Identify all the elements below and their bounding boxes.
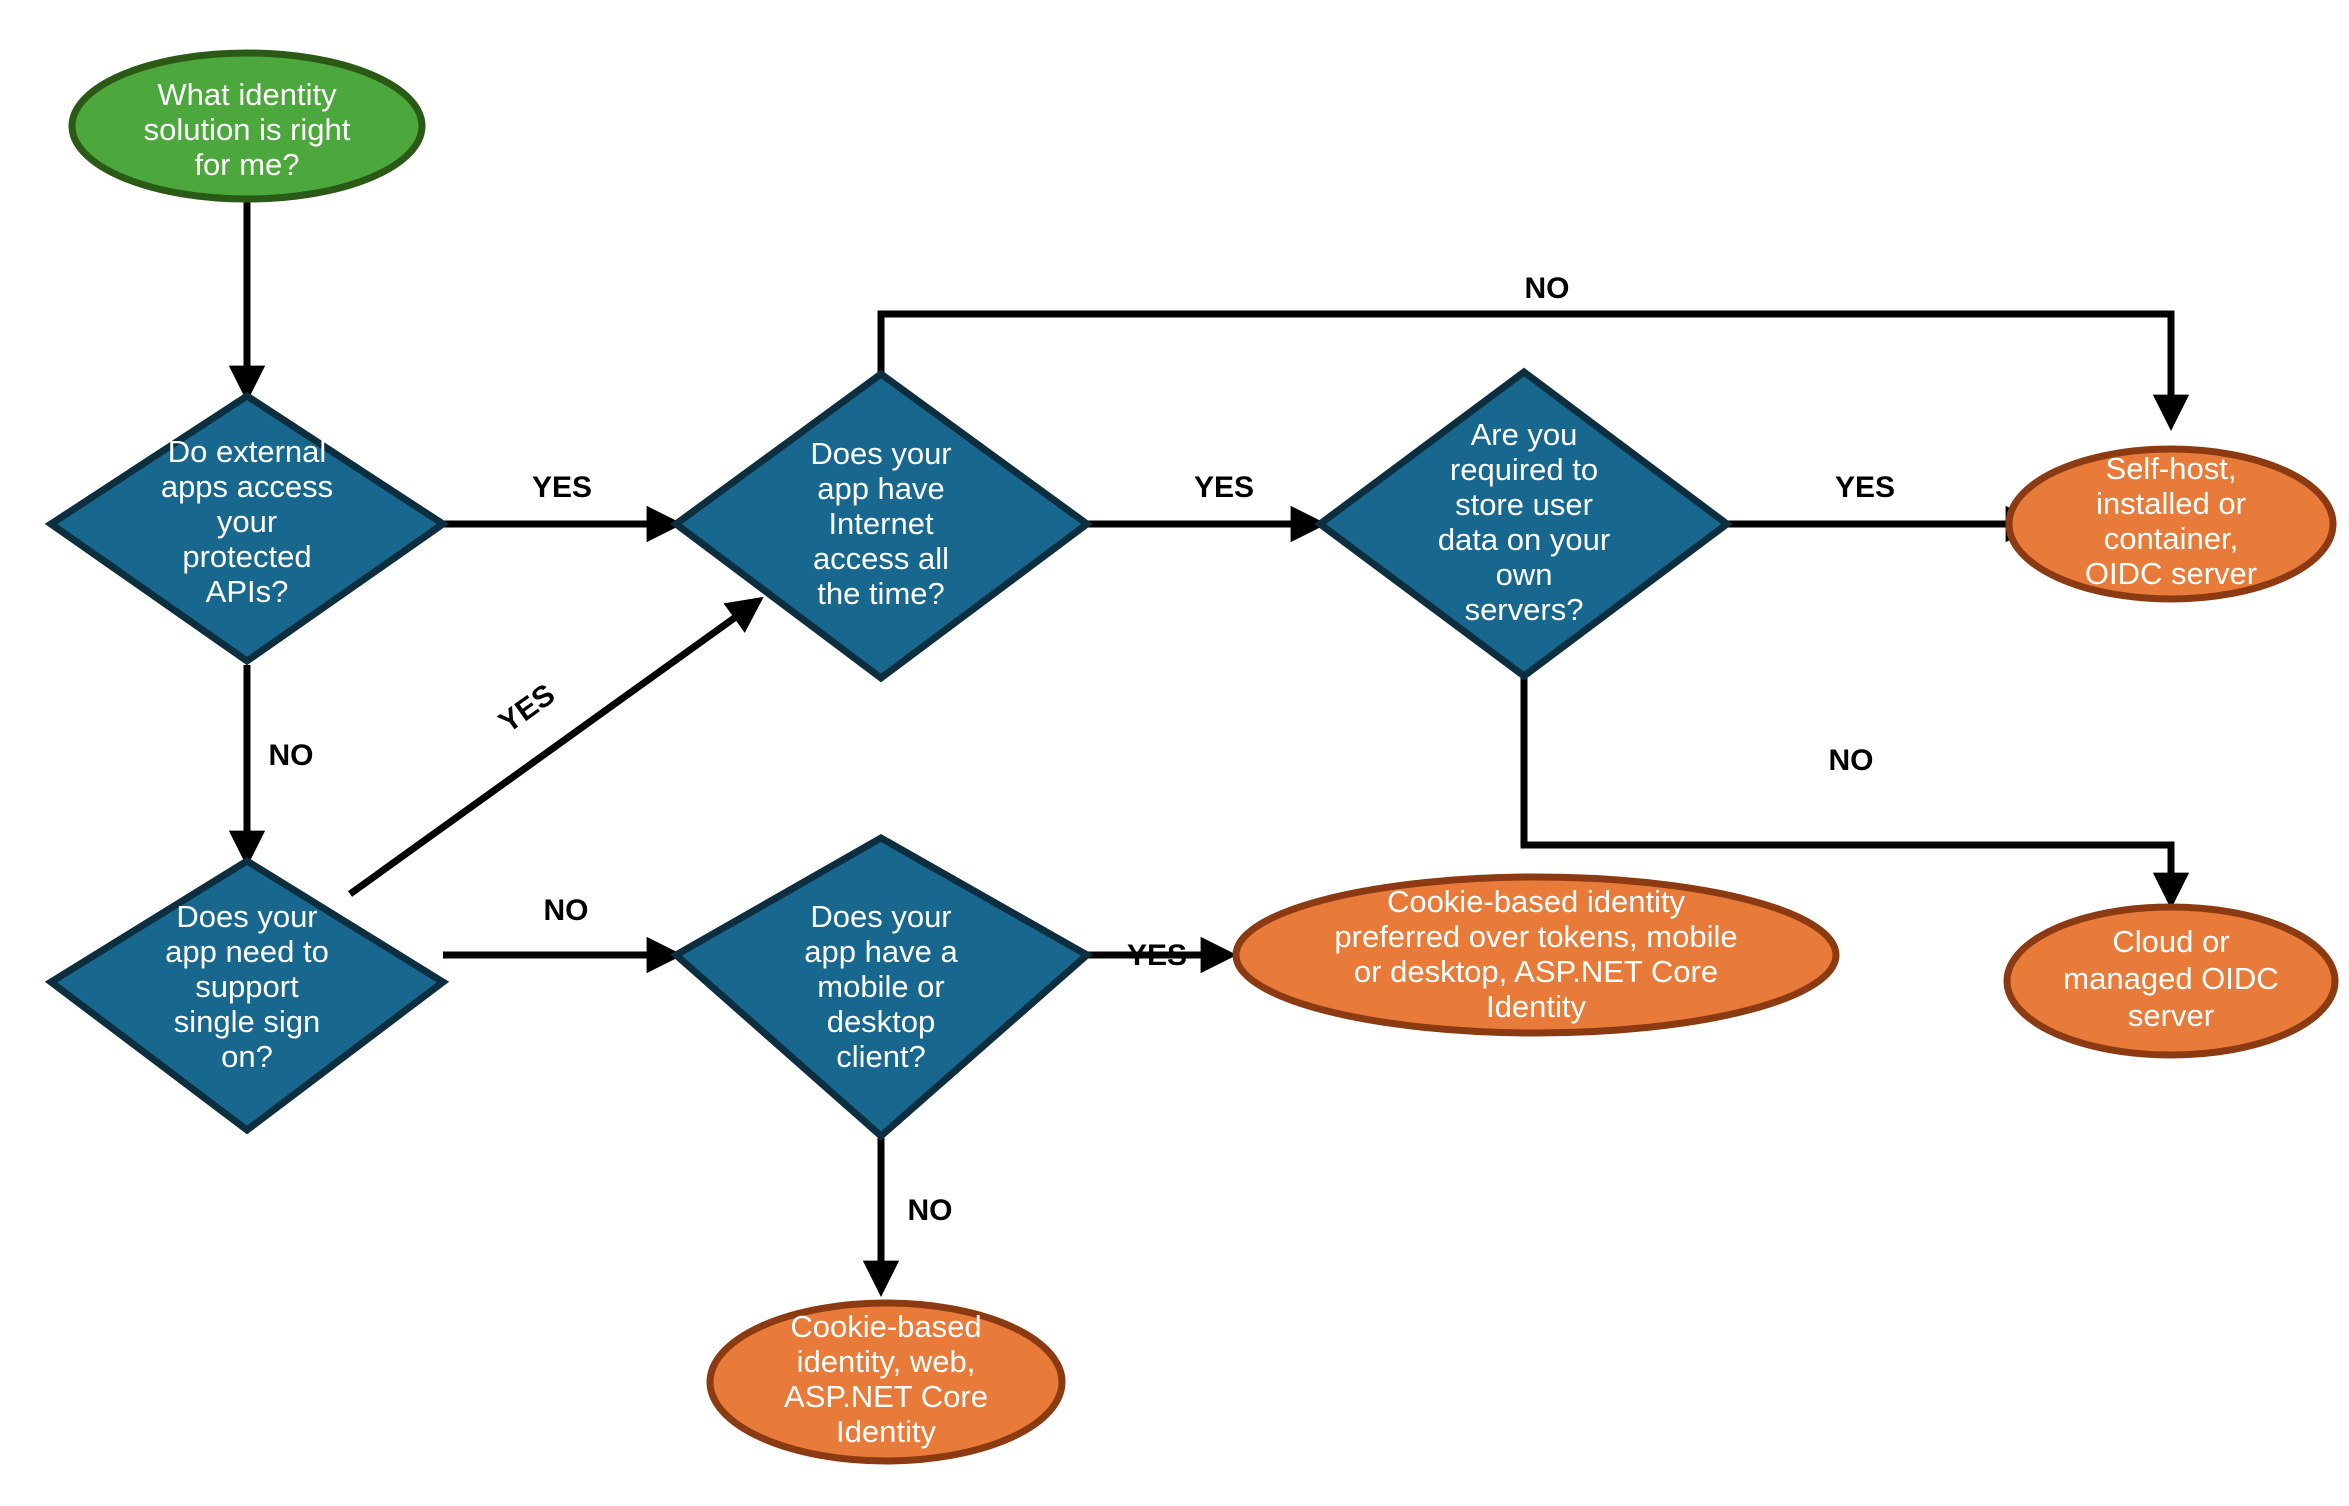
edge-internet-yes: YES	[1087, 471, 1328, 543]
decision-internet-shape[interactable]	[670, 369, 1093, 683]
decision-external-apis-shape[interactable]	[44, 391, 450, 666]
edge-label-external-apis-no: NO	[269, 739, 314, 772]
edge-label-external-apis-yes: YES	[532, 471, 592, 504]
node-terminal-cloud-managed[interactable]: Cloud or managed OIDC server	[2003, 903, 2339, 1059]
edge-store-user-data-yes: YES	[1727, 471, 2043, 543]
edge-label-sso-yes: YES	[493, 678, 561, 740]
edge-internet-no: NO	[877, 272, 2190, 432]
node-decision-external-apis[interactable]: Do external apps access your protected A…	[44, 391, 450, 666]
edge-external-apis-no: NO	[228, 665, 314, 868]
node-decision-sso[interactable]: Does your app need to support single sig…	[44, 856, 450, 1135]
node-terminal-cookie-web[interactable]: Cookie-based identity, web, ASP.NET Core…	[706, 1299, 1066, 1465]
edge-sso-no: NO	[443, 894, 684, 974]
node-start[interactable]: What identity solution is right for me?	[68, 49, 426, 203]
terminal-self-host-shape[interactable]	[2005, 445, 2337, 603]
edge-label-mobile-desktop-no: NO	[908, 1194, 953, 1227]
decision-store-user-data-shape[interactable]	[1314, 367, 1733, 681]
edge-mobile-desktop-yes: YES	[1087, 936, 1238, 974]
node-decision-store-user-data[interactable]: Are you required to store user data on y…	[1314, 367, 1733, 681]
terminal-cookie-mobile-shape[interactable]	[1232, 873, 1840, 1037]
edges-layer: YES NO YES NO YES	[228, 196, 2190, 1298]
node-decision-internet[interactable]: Does your app have Internet access all t…	[670, 369, 1093, 683]
edge-label-internet-yes: YES	[1194, 471, 1254, 504]
nodes-layer: What identity solution is right for me? …	[44, 49, 2339, 1465]
edge-store-user-data-no: NO	[1520, 675, 2190, 910]
edge-label-store-user-data-yes: YES	[1835, 471, 1895, 504]
edge-mobile-desktop-no: NO	[862, 1138, 953, 1298]
terminal-cloud-managed-shape[interactable]	[2003, 903, 2339, 1059]
start-ellipse-shape[interactable]	[68, 49, 426, 203]
edge-external-apis-yes: YES	[443, 471, 684, 543]
edge-label-store-user-data-no: NO	[1829, 744, 1874, 777]
decision-mobile-desktop-shape[interactable]	[670, 833, 1094, 1141]
decision-sso-shape[interactable]	[44, 856, 450, 1135]
edge-label-mobile-desktop-yes: YES	[1127, 939, 1187, 972]
edge-sso-yes: YES	[347, 596, 764, 897]
edge-label-internet-no: NO	[1525, 272, 1570, 305]
edge-label-sso-no: NO	[544, 894, 589, 927]
node-decision-mobile-desktop[interactable]: Does your app have a mobile or desktop c…	[670, 833, 1094, 1141]
node-terminal-cookie-mobile[interactable]: Cookie-based identity preferred over tok…	[1232, 873, 1840, 1037]
terminal-cookie-web-shape[interactable]	[706, 1299, 1066, 1465]
node-terminal-self-host[interactable]: Self-host, installed or container, OIDC …	[2005, 445, 2337, 603]
